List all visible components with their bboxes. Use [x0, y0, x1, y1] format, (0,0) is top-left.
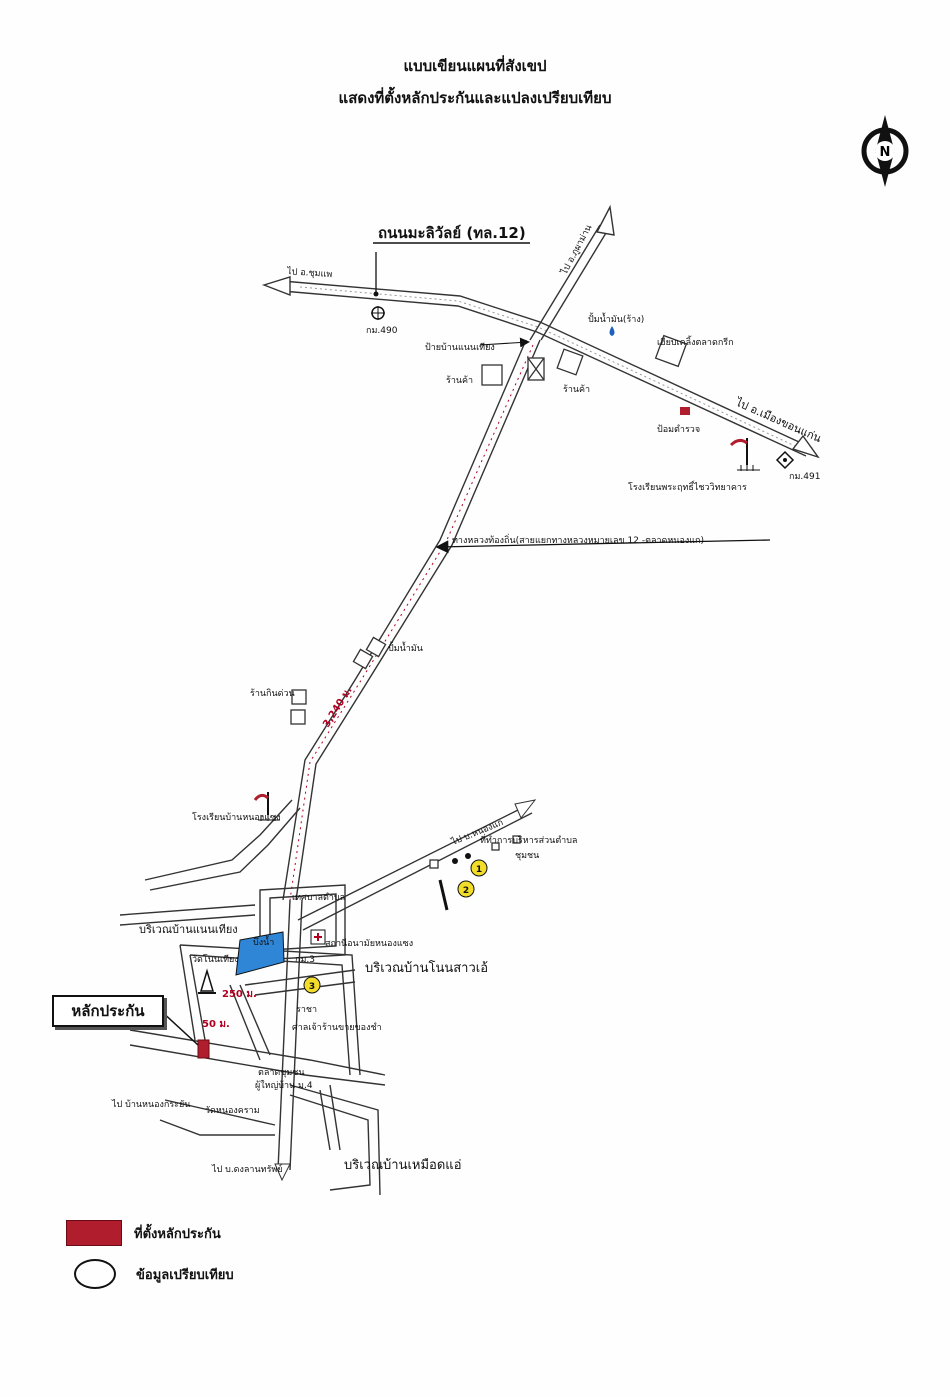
east-arrowhead — [791, 434, 820, 459]
north-arrow-icon: N — [861, 115, 909, 187]
svg-text:ร้านค้า: ร้านค้า — [446, 375, 473, 386]
temple-icon — [198, 968, 216, 994]
svg-text:ร้านค้า: ร้านค้า — [563, 384, 590, 395]
to-east-label: ไป อ.เมืองขอนแก่น — [733, 395, 824, 445]
legend-comparables: ข้อมูลเปรียบเทียบ — [66, 1259, 234, 1289]
to-west-label: ไป อ.ชุมแพ — [286, 266, 333, 280]
svg-text:ป้อมตำรวจ: ป้อมตำรวจ — [657, 424, 700, 435]
svg-text:ที่ทำการบริหารส่วนตำบล: ที่ทำการบริหารส่วนตำบล — [480, 833, 577, 846]
svg-text:ศาลเจ้า: ศาลเจ้า — [292, 1022, 322, 1033]
water-drop-icon — [609, 326, 615, 336]
map-title: แบบเขียนแผนที่สังเขป — [403, 57, 547, 75]
collateral-callout: หลักประกัน — [52, 995, 164, 1027]
svg-text:กม.491: กม.491 — [789, 472, 820, 482]
west-arrowhead — [261, 276, 291, 297]
north-arrowhead — [595, 204, 615, 236]
main-highway — [281, 280, 813, 457]
map-subtitle: แสดงที่ตั้งหลักประกันและแปลงเปรียบเทียบ — [338, 89, 612, 107]
svg-text:โรงเรียนบ้านหนองแซง: โรงเรียนบ้านหนองแซง — [192, 812, 281, 823]
market-box — [654, 334, 688, 368]
svg-text:ร้านขายของชำ: ร้านขายของชำ — [322, 1022, 382, 1033]
svg-text:ปั้มน้ำมัน(ร้าง): ปั้มน้ำมัน(ร้าง) — [588, 312, 644, 325]
svg-text:วัดหนองคราม: วัดหนองคราม — [205, 1106, 260, 1116]
svg-text:เฮียบเคลิ้งตลาดกรีก: เฮียบเคลิ้งตลาดกรีก — [657, 335, 734, 348]
south-arrowhead — [274, 1163, 291, 1182]
shop-right-box — [556, 348, 584, 376]
area-muead-label: บริเวณบ้านเหมือดแอ่ — [344, 1157, 462, 1173]
area-nonthieng-label: บริเวณบ้านแนนเทียง — [139, 923, 238, 936]
svg-text:ป้ายบ้านแนนเทียง: ป้ายบ้านแนนเทียง — [425, 342, 495, 353]
collateral-plot — [197, 1039, 210, 1059]
legend-collateral-label: ที่ตั้งหลักประกัน — [134, 1226, 221, 1242]
svg-text:ผู้ใหญ่บ้าน ม.4: ผู้ใหญ่บ้าน ม.4 — [255, 1080, 313, 1091]
svg-text:โรงเรียนพระฤทธิ์ไชววิทยาคาร: โรงเรียนพระฤทธิ์ไชววิทยาคาร — [628, 480, 747, 493]
comparable-marker-3: 3 — [303, 976, 321, 994]
km490-icon — [371, 306, 385, 320]
svg-text:ปั้มน้ำมัน: ปั้มน้ำมัน — [388, 641, 423, 654]
police-icon — [680, 407, 690, 415]
svg-text:บึงน้ำ: บึงน้ำ — [253, 935, 274, 948]
to-north-label: ไป อ.ภูผาม่าน — [558, 223, 594, 277]
hospital-icon — [310, 929, 326, 945]
local-road — [282, 339, 541, 901]
area-nonsao-label: บริเวณบ้านโนนสาวเอ้ — [365, 960, 488, 976]
collateral-swatch — [66, 1220, 122, 1246]
distance-50: 50 ม. — [202, 1019, 230, 1030]
pond-shape — [235, 931, 285, 976]
svg-text:ร้านกินด่วน: ร้านกินด่วน — [250, 688, 295, 699]
svg-text:ราชา: ราชา — [296, 1005, 317, 1015]
svg-text:2: 2 — [463, 886, 469, 896]
comparable-marker-2: 2 — [457, 880, 475, 898]
highway-label: ถนนมะลิวัลย์ (ทล.12) — [378, 224, 526, 242]
compass-letter: N — [880, 145, 891, 160]
svg-text:ไป บ้านหนองกระยัน: ไป บ้านหนองกระยัน — [111, 1099, 190, 1110]
km491-icon — [775, 450, 795, 470]
svg-text:ชุมชน: ชุมชน — [515, 851, 539, 861]
distance-250: 250 ม. — [222, 989, 257, 1000]
svg-text:3: 3 — [309, 982, 315, 992]
svg-text:กม.490: กม.490 — [366, 326, 398, 336]
comparable-circle-icon — [74, 1259, 116, 1289]
svg-text:สถานีอนามัยหนองแซง: สถานีอนามัยหนองแซง — [325, 938, 413, 949]
svg-text:เทศบาลตำบล: เทศบาลตำบล — [292, 892, 345, 903]
north-road — [529, 224, 610, 341]
svg-text:1: 1 — [476, 865, 482, 875]
distance-long: 3,240 ม. — [321, 685, 354, 729]
school-flag-icon — [729, 438, 760, 471]
nongkae-arrowhead — [514, 799, 537, 819]
shop-left-box — [481, 364, 503, 386]
legend-collateral: ที่ตั้งหลักประกัน — [66, 1220, 221, 1246]
legend-comparables-label: ข้อมูลเปรียบเทียบ — [136, 1267, 234, 1283]
svg-text:วัดโนนเทียง: วัดโนนเทียง — [192, 954, 239, 965]
town-roads — [119, 799, 533, 1196]
comparable-marker-1: 1 — [470, 859, 488, 877]
svg-text:ไป บ.ดงลานทรัพย์: ไป บ.ดงลานทรัพย์ — [211, 1163, 283, 1175]
school-flag-icon-bottom — [253, 792, 280, 821]
svg-text:กม.3: กม.3 — [295, 955, 315, 965]
svg-text:ตลาดชุมชน: ตลาดชุมชน — [258, 1068, 305, 1078]
local-road-label: ทางหลวงท้องถิ่น(สายแยกทางหลวงหมายเลข 12 … — [452, 533, 704, 546]
